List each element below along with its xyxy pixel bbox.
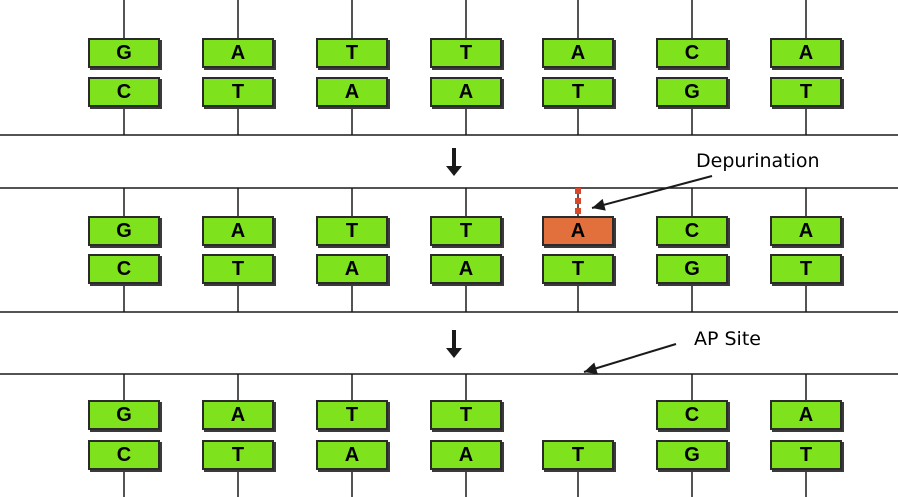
top-base: T — [430, 216, 502, 246]
bottom-base: C — [88, 440, 160, 470]
ap-site-label: AP Site — [694, 328, 761, 350]
bottom-base: T — [202, 254, 274, 284]
bottom-base: C — [88, 77, 160, 107]
bottom-base: A — [316, 254, 388, 284]
bottom-base: T — [770, 77, 842, 107]
depurination-label: Depurination — [696, 150, 820, 172]
top-base: A — [770, 38, 842, 68]
bottom-base: A — [316, 77, 388, 107]
bottom-base: A — [430, 77, 502, 107]
top-base: A — [202, 216, 274, 246]
down-arrow-1-head — [446, 166, 462, 176]
top-base: T — [316, 400, 388, 430]
bottom-base: G — [656, 254, 728, 284]
top-base: A — [202, 38, 274, 68]
down-arrow-2-head — [446, 348, 462, 358]
bottom-base: T — [542, 254, 614, 284]
bottom-base: A — [316, 440, 388, 470]
depurination-pointer — [591, 175, 713, 209]
ap-site-pointer — [583, 343, 677, 373]
top-base: G — [88, 216, 160, 246]
top-base: C — [656, 400, 728, 430]
bottom-base: T — [542, 440, 614, 470]
bottom-base: C — [88, 254, 160, 284]
bottom-base: G — [656, 77, 728, 107]
bottom-base: T — [770, 254, 842, 284]
top-base: A — [542, 216, 614, 246]
top-base: T — [316, 216, 388, 246]
ap-site-pointer-head — [584, 362, 598, 375]
top-base: C — [656, 38, 728, 68]
top-base: A — [770, 216, 842, 246]
bottom-base: A — [430, 440, 502, 470]
top-base: T — [430, 38, 502, 68]
top-base: A — [202, 400, 274, 430]
bottom-base: A — [430, 254, 502, 284]
top-base: C — [656, 216, 728, 246]
top-base: A — [542, 38, 614, 68]
top-base: G — [88, 38, 160, 68]
top-base: T — [430, 400, 502, 430]
top-base: G — [88, 400, 160, 430]
bottom-base: G — [656, 440, 728, 470]
bottom-base: T — [542, 77, 614, 107]
bottom-base: T — [202, 77, 274, 107]
bottom-base: T — [770, 440, 842, 470]
top-base: T — [316, 38, 388, 68]
bottom-base: T — [202, 440, 274, 470]
top-base: A — [770, 400, 842, 430]
depurination-pointer-head — [592, 198, 606, 211]
